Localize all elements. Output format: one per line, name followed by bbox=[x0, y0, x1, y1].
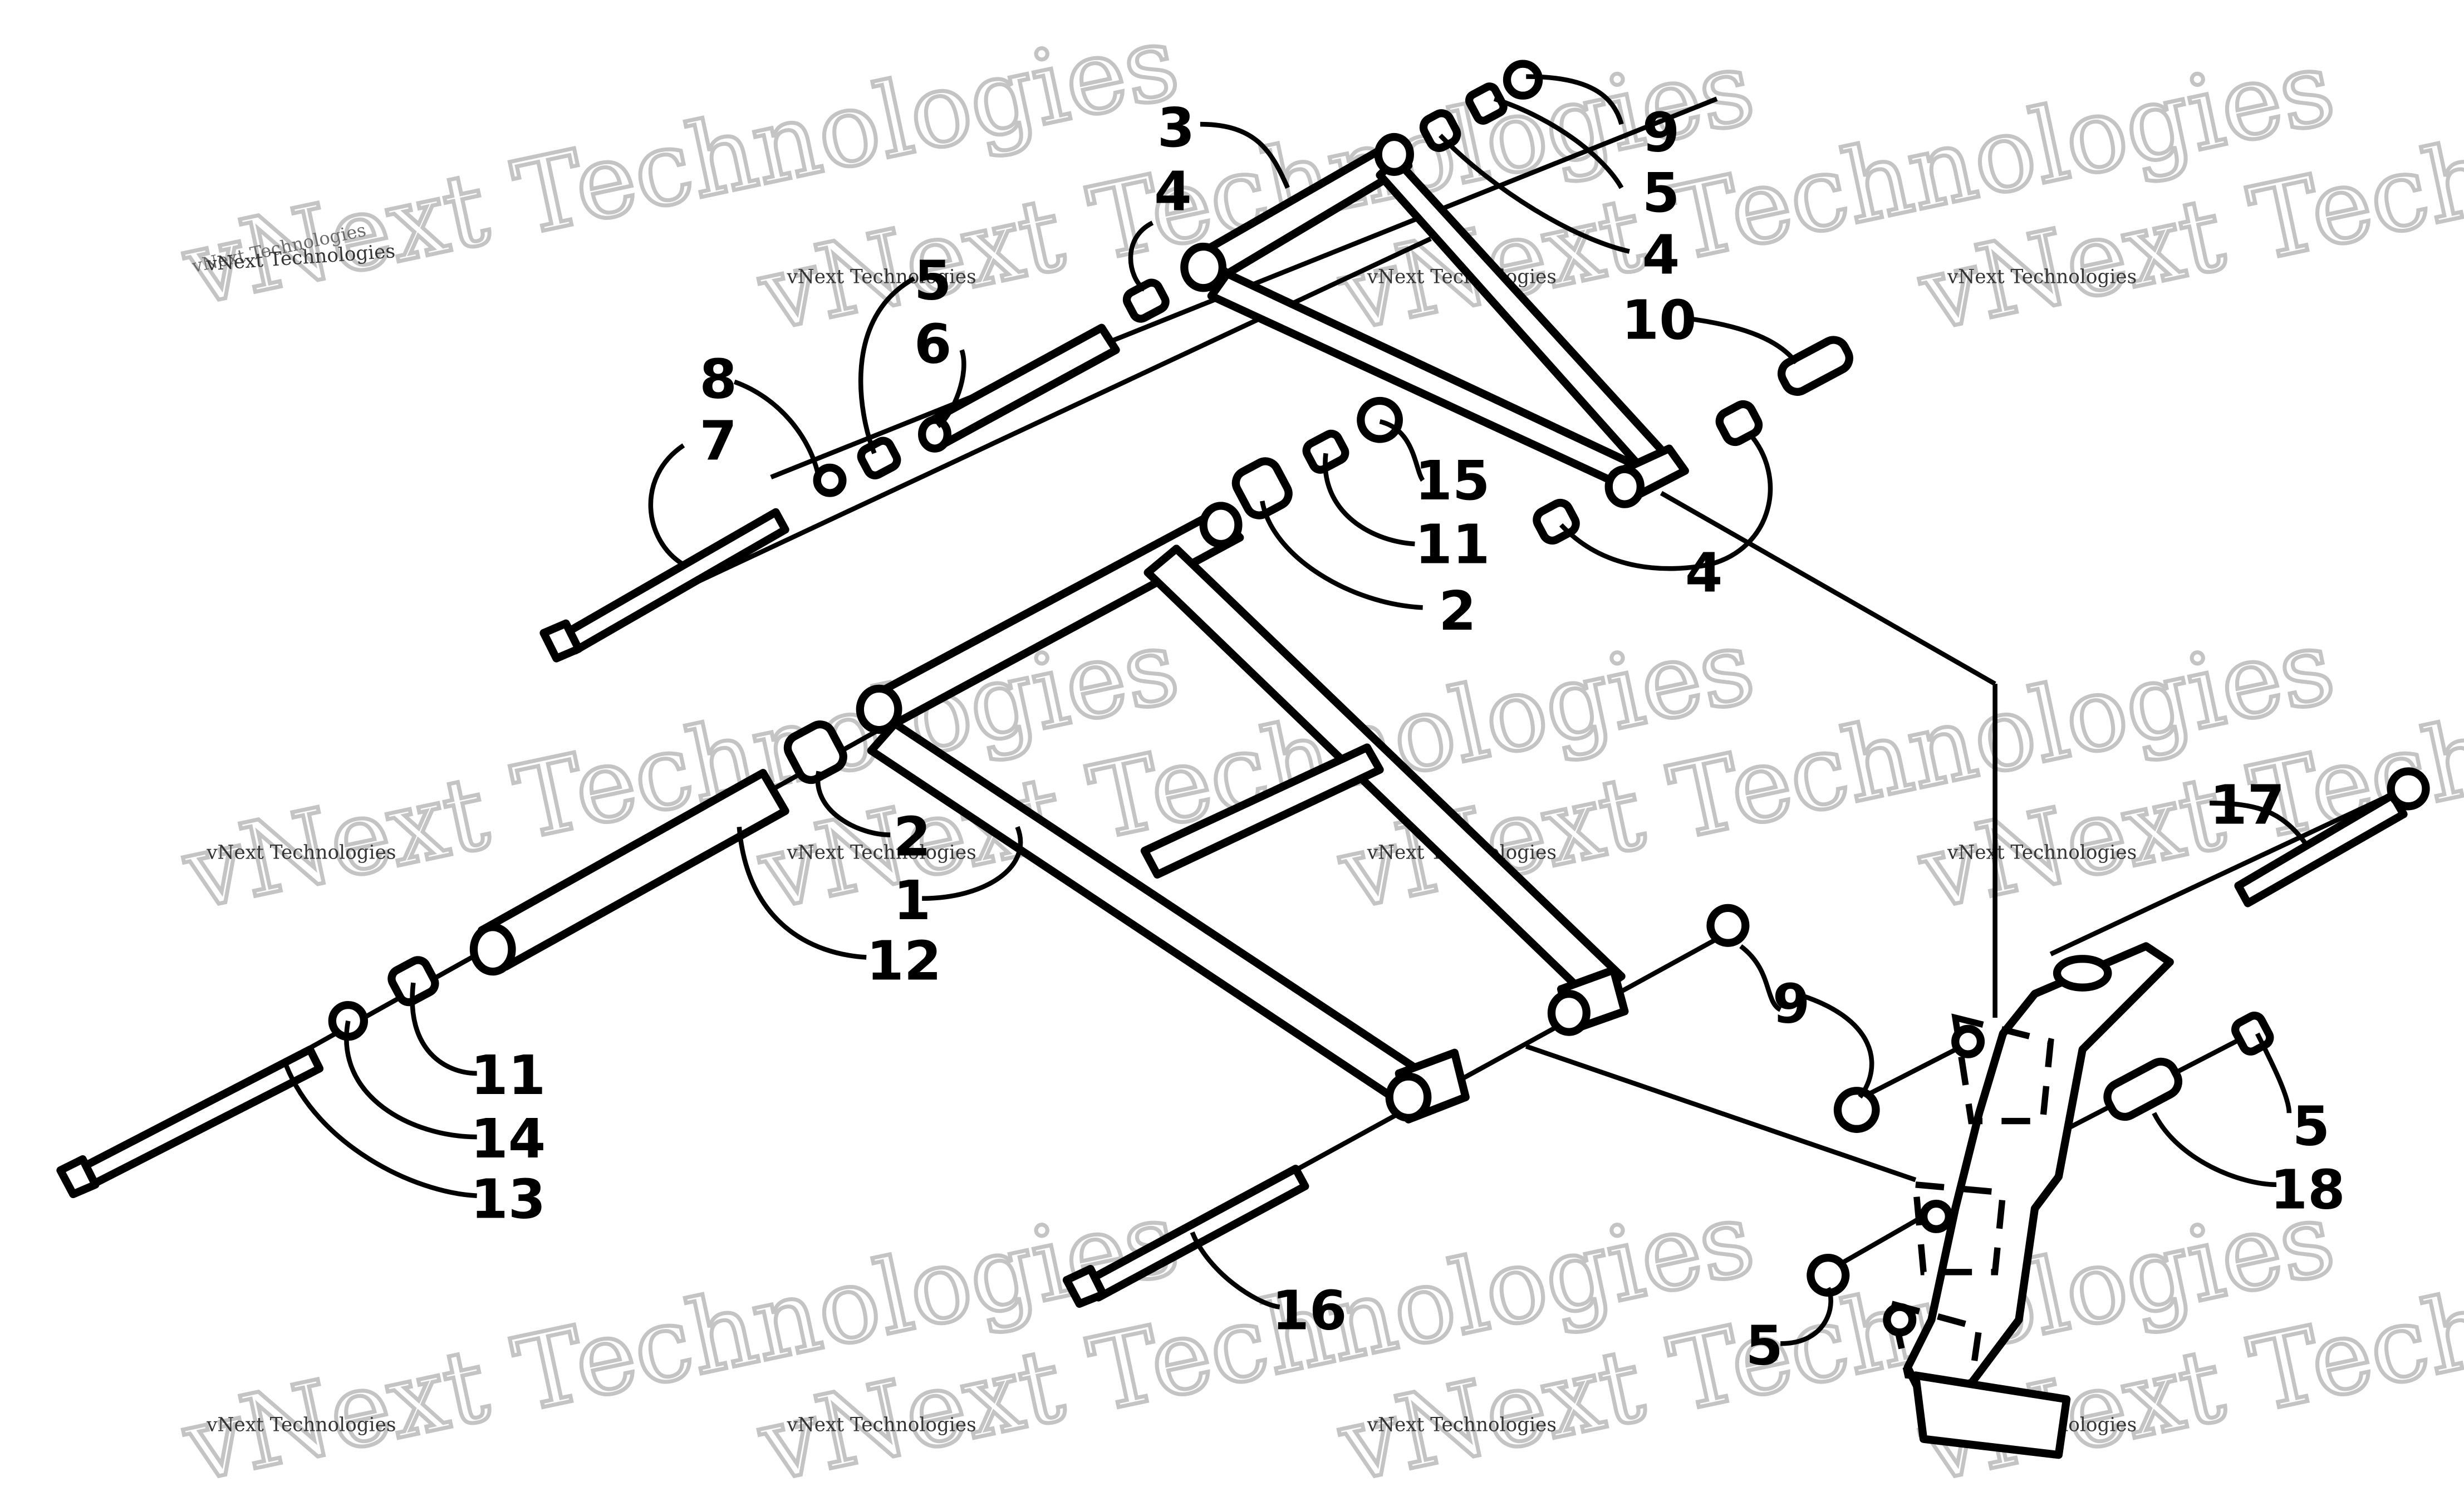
callout-6: 6 bbox=[914, 312, 952, 375]
watermark-caption: vNext Technologies bbox=[1947, 841, 2137, 864]
callout-5: 5 bbox=[1642, 161, 1680, 224]
upper-hardware bbox=[539, 60, 1853, 663]
watermark-caption: vNext Technologies bbox=[206, 1414, 396, 1436]
spindle bbox=[1807, 767, 2430, 1459]
callout-7: 7 bbox=[699, 410, 737, 473]
callout-1: 1 bbox=[894, 869, 931, 932]
callout-2: 2 bbox=[1439, 580, 1476, 642]
callout-4: 4 bbox=[1642, 224, 1680, 287]
callout-4: 4 bbox=[1154, 160, 1192, 223]
callout-5: 5 bbox=[914, 249, 952, 312]
callout-17: 17 bbox=[2210, 774, 2285, 837]
callout-4: 4 bbox=[1685, 542, 1723, 605]
watermark-caption: vNext Technologies bbox=[1367, 1414, 1557, 1436]
callout-5: 5 bbox=[1745, 1314, 1783, 1377]
watermark-caption: vNext Technologies bbox=[206, 841, 396, 864]
watermark-caption: vNext Technologies bbox=[786, 1414, 976, 1436]
callout-11: 11 bbox=[470, 1044, 546, 1107]
leader-lines bbox=[284, 74, 2307, 1346]
lower-hardware bbox=[56, 396, 1880, 1308]
callout-15: 15 bbox=[1415, 449, 1490, 512]
lower-a-arm bbox=[856, 502, 1629, 1124]
upper-a-arm bbox=[1180, 133, 1689, 508]
watermark-caption: vNext Technologies bbox=[786, 266, 976, 288]
callout-14: 14 bbox=[470, 1107, 546, 1170]
watermark-caption: vNext Technologies bbox=[786, 841, 976, 864]
callout-18: 18 bbox=[2270, 1159, 2345, 1222]
callout-10: 10 bbox=[1622, 289, 1697, 352]
callout-11: 11 bbox=[1415, 513, 1490, 576]
callout-2: 2 bbox=[894, 806, 931, 869]
callouts: 3 9 5 4 4 10 5 6 8 7 15 11 4 2 2 1 12 17… bbox=[470, 96, 2345, 1377]
callout-13: 13 bbox=[470, 1168, 546, 1231]
callout-8: 8 bbox=[699, 347, 737, 410]
callout-9: 9 bbox=[1642, 101, 1680, 164]
callout-9: 9 bbox=[1773, 973, 1810, 1036]
callout-16: 16 bbox=[1272, 1279, 1347, 1342]
callout-12: 12 bbox=[866, 929, 941, 992]
callout-5: 5 bbox=[2293, 1095, 2330, 1157]
callout-3: 3 bbox=[1157, 96, 1195, 159]
watermark-caption: vNext Technologies bbox=[1947, 266, 2137, 288]
